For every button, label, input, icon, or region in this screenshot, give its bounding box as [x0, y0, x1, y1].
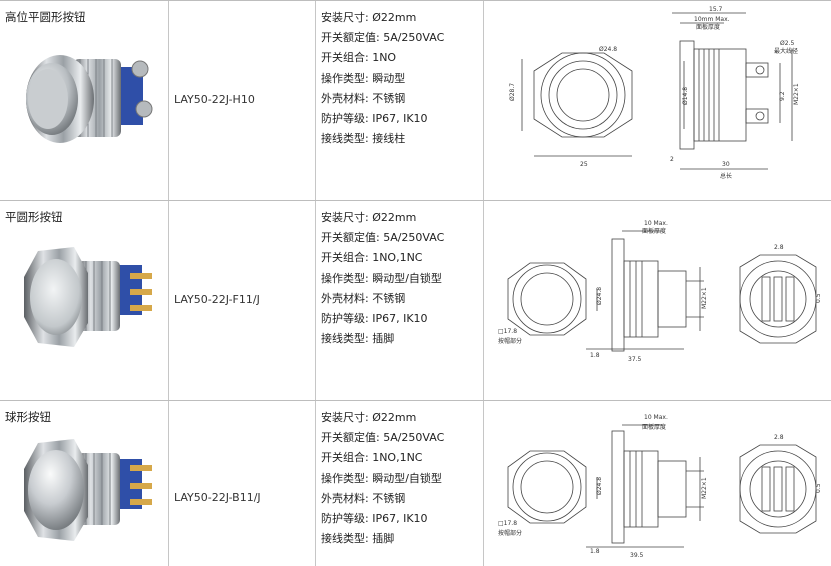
- spec-item: 操作类型: 瞬动型: [321, 71, 406, 85]
- spec-item: 安装尺寸: Ø22mm: [321, 11, 417, 24]
- dim-label: Ø2.5: [780, 40, 794, 47]
- spec-item: 防护等级: IP67, IK10: [321, 312, 428, 326]
- table-row: 球形按钮: [0, 401, 831, 566]
- product-name: 球形按钮: [5, 410, 51, 424]
- product-cell: 高位平圆形按钮: [0, 1, 169, 200]
- high-flat-button-photo: [26, 55, 153, 143]
- dim-label: Ø28.7: [509, 83, 516, 101]
- dim-label: 37.5: [628, 356, 642, 363]
- spec-item: 外壳材料: 不锈钢: [321, 491, 406, 505]
- dim-label: Ø24.8: [599, 46, 617, 53]
- dim-label: 9.2: [779, 91, 786, 101]
- product-name: 平圆形按钮: [5, 210, 63, 224]
- dim-label: 面板厚度: [696, 23, 720, 31]
- specs-cell: 安装尺寸: Ø22mm 开关额定值: 5A/250VAC 开关组合: 1NO 操…: [316, 1, 484, 200]
- spec-item: 操作类型: 瞬动型/自锁型: [321, 471, 442, 485]
- dim-label: M22×1: [793, 83, 800, 105]
- dim-label: 0.5: [815, 293, 822, 303]
- spec-item: 接线类型: 插脚: [321, 332, 395, 346]
- spec-list: 安装尺寸: Ø22mm 开关额定值: 5A/250VAC 开关组合: 1NO,1…: [321, 408, 444, 549]
- drawing-cell: 10 Max. 面板厚度 Ø24.8 M22×1 □17.8 按帽部分 1.8 …: [484, 401, 831, 566]
- spec-item: 开关组合: 1NO: [321, 51, 397, 65]
- table-row: 平圆形按钮: [0, 201, 831, 401]
- spec-item: 开关额定值: 5A/250VAC: [321, 431, 445, 445]
- drawing-cell: 15.7 10mm Max. 面板厚度 Ø24.8 Ø28.7 Ø2.5 最大线…: [484, 1, 831, 200]
- dim-label: 总长: [720, 172, 732, 180]
- dim-label: M22×1: [701, 287, 708, 309]
- model-cell: LAY50-22J-F11/J: [169, 201, 316, 400]
- dimension-drawing: 10 Max. 面板厚度 Ø24.8 M22×1 □17.8 按帽部分 1.8 …: [498, 220, 822, 363]
- dim-label: 15.7: [709, 6, 723, 13]
- dim-label: 39.5: [630, 552, 644, 559]
- product-cell: 球形按钮: [0, 401, 169, 566]
- dim-label: 1.8: [590, 352, 600, 359]
- spec-item: 外壳材料: 不锈钢: [321, 291, 406, 305]
- model-number: LAY50-22J-H10: [174, 93, 255, 106]
- spec-item: 开关组合: 1NO,1NC: [321, 451, 423, 465]
- spec-item: 接线类型: 接线柱: [321, 132, 406, 146]
- dim-label: Ø14.8: [682, 87, 689, 105]
- dim-label: 按帽部分: [498, 337, 522, 345]
- dim-label: M22×1: [701, 477, 708, 499]
- dim-label: 10 Max.: [644, 220, 668, 227]
- dim-label: Ø24.8: [596, 477, 603, 495]
- dim-label: 1.8: [590, 548, 600, 555]
- spec-item: 安装尺寸: Ø22mm: [321, 211, 417, 224]
- dim-label: 2.8: [774, 434, 784, 441]
- spec-item: 外壳材料: 不锈钢: [321, 91, 406, 105]
- dim-label: 2.8: [774, 244, 784, 251]
- dim-label: 最大线径: [774, 47, 798, 55]
- dim-label: □17.8: [498, 328, 517, 335]
- model-cell: LAY50-22J-B11/J: [169, 401, 316, 566]
- specs-cell: 安装尺寸: Ø22mm 开关额定值: 5A/250VAC 开关组合: 1NO,1…: [316, 401, 484, 566]
- dim-label: 30: [722, 161, 730, 168]
- spec-item: 防护等级: IP67, IK10: [321, 512, 428, 526]
- dim-label: 2: [670, 156, 674, 163]
- dim-label: 按帽部分: [498, 529, 522, 537]
- dim-label: 面板厚度: [642, 227, 666, 235]
- specs-cell: 安装尺寸: Ø22mm 开关额定值: 5A/250VAC 开关组合: 1NO,1…: [316, 201, 484, 400]
- dim-label: □17.8: [498, 520, 517, 527]
- spec-item: 开关组合: 1NO,1NC: [321, 251, 423, 265]
- dome-button-photo: [24, 439, 152, 541]
- dim-label: 面板厚度: [642, 423, 666, 431]
- model-number: LAY50-22J-B11/J: [174, 491, 261, 504]
- spec-list: 安装尺寸: Ø22mm 开关额定值: 5A/250VAC 开关组合: 1NO 操…: [321, 8, 444, 149]
- dim-label: 25: [580, 161, 588, 168]
- flat-button-photo: [24, 247, 152, 347]
- product-cell: 平圆形按钮: [0, 201, 169, 400]
- dimension-drawing: 15.7 10mm Max. 面板厚度 Ø24.8 Ø28.7 Ø2.5 最大线…: [509, 6, 800, 180]
- spec-list: 安装尺寸: Ø22mm 开关额定值: 5A/250VAC 开关组合: 1NO,1…: [321, 208, 444, 349]
- spec-item: 操作类型: 瞬动型/自锁型: [321, 271, 442, 285]
- spec-item: 开关额定值: 5A/250VAC: [321, 31, 445, 45]
- spec-item: 防护等级: IP67, IK10: [321, 112, 428, 126]
- dim-label: 10mm Max.: [694, 16, 730, 23]
- drawing-cell: 10 Max. 面板厚度 Ø24.8 M22×1 □17.8 按帽部分 1.8 …: [484, 201, 831, 400]
- dim-label: 10 Max.: [644, 414, 668, 421]
- dimension-drawing: 10 Max. 面板厚度 Ø24.8 M22×1 □17.8 按帽部分 1.8 …: [498, 414, 822, 559]
- product-name: 高位平圆形按钮: [5, 10, 86, 24]
- spec-item: 开关额定值: 5A/250VAC: [321, 231, 445, 245]
- spec-item: 接线类型: 插脚: [321, 532, 395, 546]
- table-row: 高位平圆形按钮: [0, 1, 831, 201]
- model-cell: LAY50-22J-H10: [169, 1, 316, 200]
- dim-label: 0.5: [815, 483, 822, 493]
- model-number: LAY50-22J-F11/J: [174, 293, 260, 306]
- spec-item: 安装尺寸: Ø22mm: [321, 411, 417, 424]
- dim-label: Ø24.8: [596, 287, 603, 305]
